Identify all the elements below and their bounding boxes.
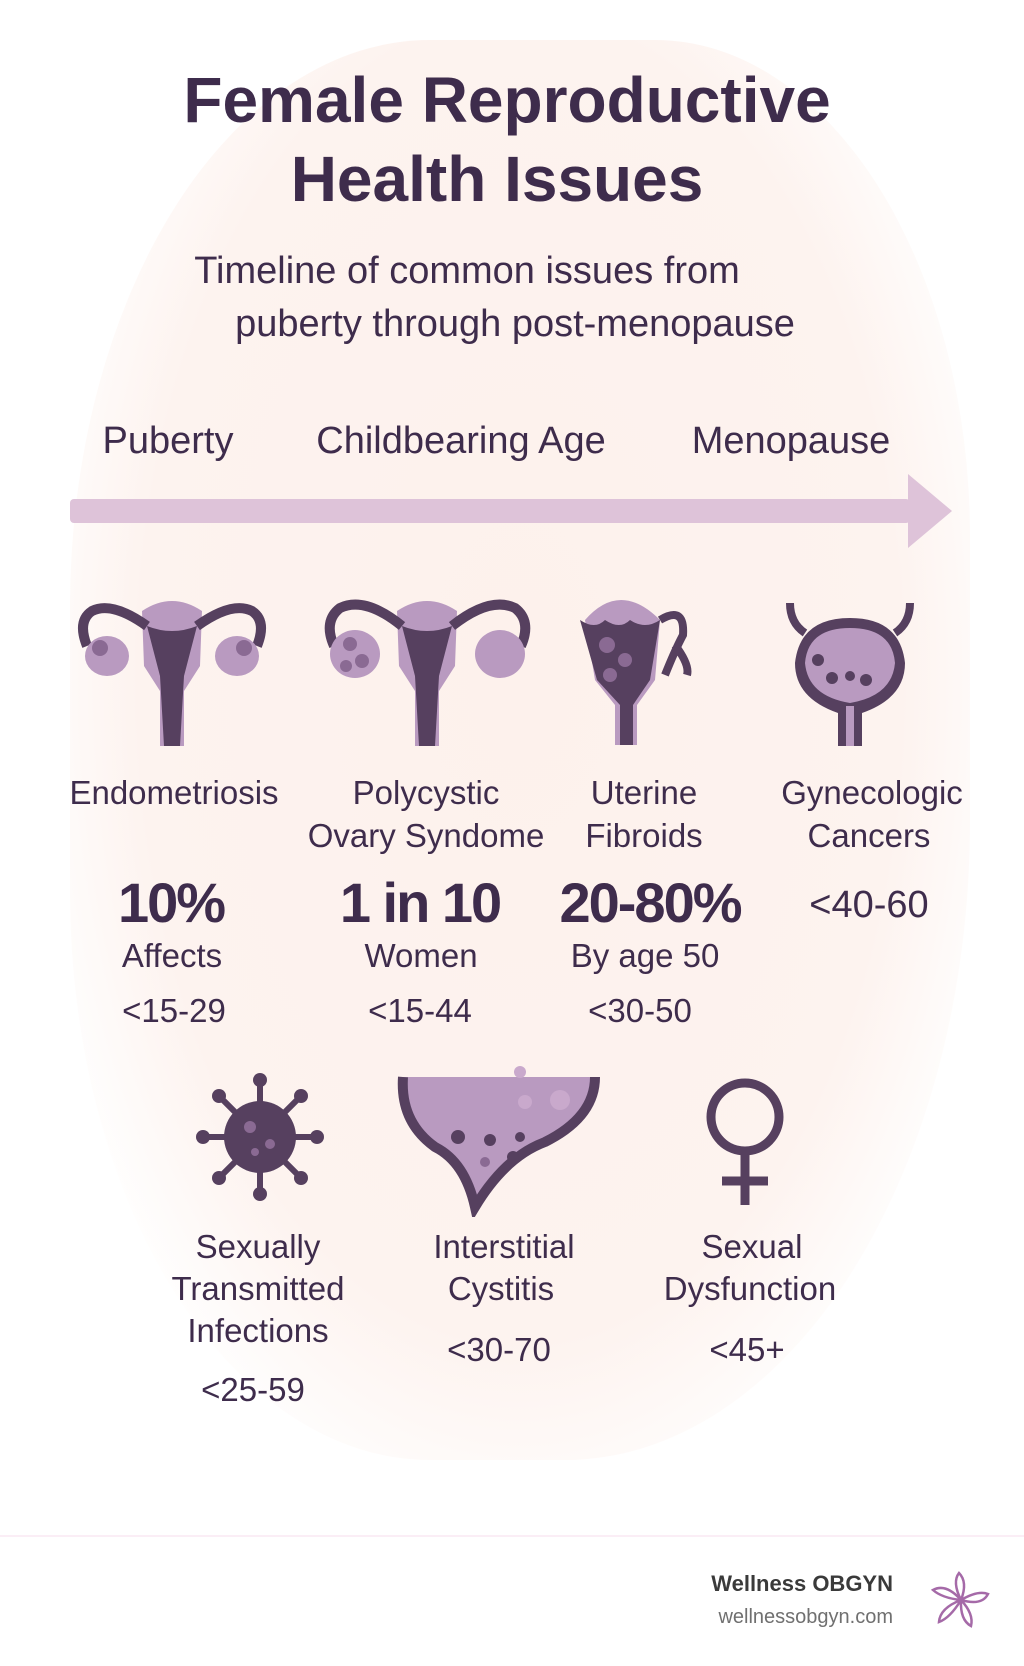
issue-name-sti-3: Infections	[187, 1312, 329, 1349]
age-cancers: <40-60	[809, 884, 929, 926]
uterus-fibroids-ribbon-icon	[580, 600, 692, 745]
phase-puberty: Puberty	[102, 420, 234, 462]
bladder-icon	[397, 1066, 600, 1217]
phase-menopause: Menopause	[691, 420, 891, 462]
age-sti: <25-59	[201, 1371, 305, 1408]
stat-endometriosis: 10%	[117, 871, 226, 934]
stat-label-fibroids: By age 50	[570, 937, 720, 974]
footer-url[interactable]: wellnessobgyn.com	[718, 1606, 893, 1628]
uterus-endometriosis-icon	[78, 601, 266, 746]
issue-name-pcos-1: Polycystic	[352, 774, 500, 811]
age-pcos: <15-44	[368, 992, 472, 1029]
issue-name-pcos-2: Ovary Syndome	[307, 817, 545, 854]
background-blob	[70, 40, 970, 1460]
stat-label-endometriosis: Affects	[121, 937, 223, 974]
subtitle-line1: Timeline of common issues from	[194, 250, 740, 292]
phase-childbearing: Childbearing Age	[316, 420, 606, 462]
issue-name-sti-1: Sexually	[195, 1228, 321, 1265]
issue-name-sd-1: Sexual	[701, 1228, 803, 1265]
uterus-pcos-icon	[324, 599, 531, 746]
age-ic: <30-70	[447, 1331, 551, 1368]
issue-name-sti-2: Transmitted	[171, 1270, 345, 1307]
issue-name-sd-2: Dysfunction	[663, 1270, 837, 1307]
timeline-arrow	[70, 474, 952, 548]
issue-name-ic-2: Cystitis	[447, 1270, 555, 1307]
issue-name-endometriosis: Endometriosis	[69, 774, 279, 811]
title-line1: Female Reproductive	[183, 64, 831, 136]
stat-pcos: 1 in 10	[339, 871, 502, 934]
issue-name-fibroids-1: Uterine	[590, 774, 698, 811]
footer-brand: Wellness OBGYN	[711, 1571, 893, 1596]
age-sd: <45+	[709, 1331, 785, 1368]
flower-logo-icon	[930, 1571, 990, 1628]
virus-icon	[196, 1073, 324, 1201]
age-fibroids: <30-50	[588, 992, 692, 1029]
organ-cancer-icon	[786, 602, 914, 746]
issue-name-cancers-1: Gynecologic	[781, 774, 963, 811]
female-symbol-icon	[706, 1078, 784, 1205]
stat-fibroids: 20-80%	[559, 871, 742, 934]
stat-label-pcos: Women	[364, 937, 478, 974]
age-endometriosis: <15-29	[122, 992, 226, 1029]
footer-divider	[0, 1535, 1024, 1537]
subtitle-line2: puberty through post-menopause	[235, 303, 795, 345]
issue-name-fibroids-2: Fibroids	[585, 817, 703, 854]
title-line2: Health Issues	[290, 143, 704, 215]
issue-name-cancers-2: Cancers	[807, 817, 931, 854]
issue-name-ic-1: Interstitial	[433, 1228, 575, 1265]
